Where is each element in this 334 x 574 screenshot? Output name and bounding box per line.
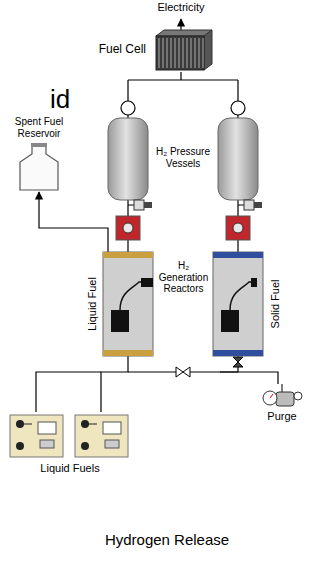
output-label: Electricity [131, 1, 231, 14]
liquid-fuel-reactor: Liquid Fuel [103, 252, 153, 356]
fuel-cell-stack-shape [150, 30, 212, 72]
fuel-line [36, 356, 238, 412]
shutoff-valve [176, 367, 190, 377]
pressure-regulator [134, 200, 262, 210]
figure-caption: Hydrogen Release [0, 531, 334, 548]
solid-fuel-reactor: Solid Fuel [213, 252, 263, 356]
liquid-fuel-pumps: Liquid Fuels [8, 412, 132, 478]
flow-controller [116, 216, 250, 240]
pipe-connector [101, 356, 128, 412]
pressure-vessel [218, 118, 258, 200]
node-label: Liquid Fuel [86, 277, 99, 331]
reactor-label: H₂ Generation Reactors [154, 260, 213, 295]
cropped-heading: id [50, 86, 70, 112]
spent-fuel-reservoir-shape [2, 116, 76, 192]
node-label: Spent Fuel Reservoir [2, 116, 76, 139]
pipe-connector [220, 372, 278, 384]
shutoff-valve [233, 357, 243, 367]
solid-fuel-reactor-shape [213, 252, 263, 356]
check-valve [231, 101, 245, 115]
node-label: Solid Fuel [269, 280, 282, 329]
liquid-fuel-reactor-shape [103, 252, 153, 356]
output-arrow [180, 19, 181, 30]
node-label: Purge [256, 410, 308, 423]
fuel-cell-stack: Fuel Cell [150, 30, 212, 72]
pressure-vessel [108, 118, 148, 200]
check-valve [121, 101, 135, 115]
vessel-label: H₂ Pressure Vessels [152, 146, 214, 169]
spent-fuel-reservoir: Spent Fuel Reservoir [2, 116, 76, 192]
node-label: Liquid Fuels [8, 462, 132, 475]
pipe-connector [39, 192, 108, 252]
purge-gauge: Purge [256, 384, 308, 426]
node-label: Fuel Cell [99, 43, 146, 57]
